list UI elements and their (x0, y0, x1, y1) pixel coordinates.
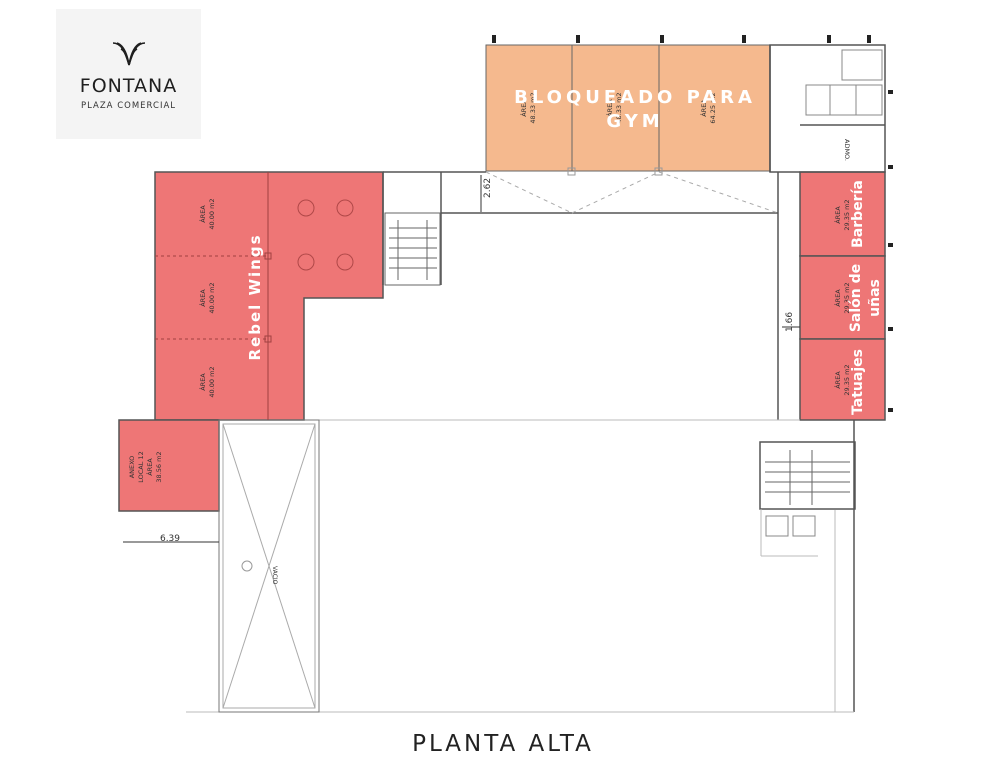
anexo-local-12-unit[interactable] (118, 419, 220, 512)
gym-label: BLOQUEADO PARA GYM (514, 87, 756, 132)
area-label: ÁREA (519, 99, 528, 117)
void-area (218, 419, 320, 713)
area-value: 29.35 m2 (843, 199, 851, 230)
area-label: ÁREA (198, 289, 207, 307)
area-value: 48.33 m2 (529, 92, 537, 123)
dimensions (123, 175, 800, 543)
area-value: 40.00 m2 (208, 366, 216, 397)
top-partitions (567, 167, 663, 176)
wall-ticks (492, 35, 893, 412)
rebel-wings-label: Rebel Wings (246, 233, 264, 360)
area-label: ÁREA (833, 206, 842, 224)
barberia-label: Barbería (850, 180, 866, 248)
plan-title: PLANTA ALTA (412, 731, 594, 757)
dimension-2-62: 2.62 (483, 178, 493, 198)
anexo-line2: LOCAL 12 (137, 451, 145, 482)
area-value: 48.33 m2 (615, 92, 623, 123)
fontana-wave-icon (112, 42, 146, 66)
area-label: ÁREA (198, 205, 207, 223)
gym-unit-2[interactable] (571, 44, 660, 172)
salon-label-line2: uñas (867, 279, 883, 317)
corridor-guides (485, 171, 779, 214)
dimension-6-39: 6.39 (160, 534, 180, 544)
stairs-left (384, 212, 441, 286)
area-value: 40.00 m2 (208, 282, 216, 313)
area-value: 40.00 m2 (208, 198, 216, 229)
vacio-label: VACIO (271, 566, 278, 585)
salon-unit[interactable] (799, 255, 886, 340)
area-value: 29.35 m2 (843, 364, 851, 395)
area-label: ÁREA (699, 99, 708, 117)
admo-label: ADMO. (843, 139, 851, 161)
area-value: 64.25 m2 (709, 92, 717, 123)
walls (186, 44, 886, 713)
area-label: ÁREA (198, 373, 207, 391)
tatuajes-unit[interactable] (799, 338, 886, 421)
area-value: 38.56 m2 (155, 451, 163, 482)
logo-subtitle: PLAZA COMERCIAL (80, 101, 176, 111)
area-label: ÁREA (145, 458, 154, 476)
stairs-right (765, 450, 850, 505)
area-label: ÁREA (605, 99, 614, 117)
area-label: ÁREA (833, 371, 842, 389)
dimension-1-66: 1.66 (785, 312, 795, 332)
gym-unit-3[interactable] (658, 44, 771, 172)
table-set (297, 199, 354, 271)
barberia-unit[interactable] (799, 171, 886, 257)
logo-panel: FONTANA PLAZA COMERCIAL (56, 9, 201, 139)
rebel-wings-unit[interactable] (154, 171, 384, 421)
left-partitions (155, 172, 272, 420)
logo-name: FONTANA (79, 75, 178, 97)
area-label: ÁREA (833, 289, 842, 307)
area-value: 29.35 m2 (843, 282, 851, 313)
anexo-line1: ANEXO (128, 456, 136, 479)
tatuajes-label: Tatuajes (850, 349, 866, 415)
salon-label-line1: Salón de (848, 264, 864, 332)
